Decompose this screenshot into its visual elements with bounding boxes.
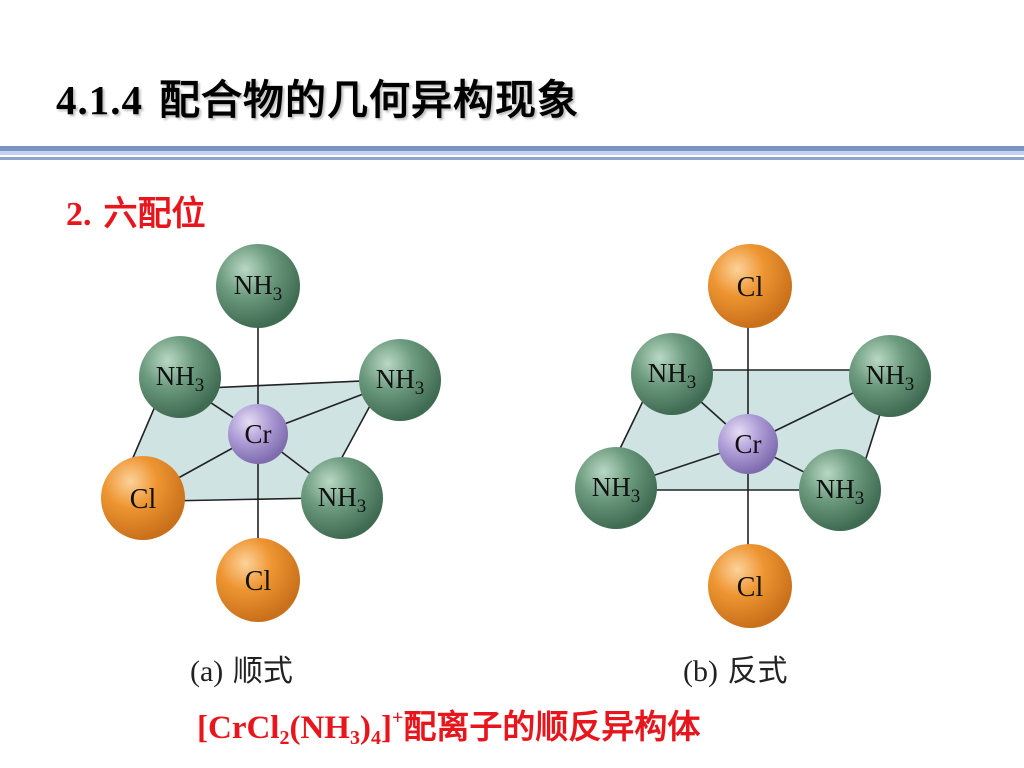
ball-front-right: NH3 bbox=[301, 457, 383, 539]
ball-center: Cr bbox=[228, 404, 288, 464]
ball-top: NH3 bbox=[216, 244, 300, 328]
ball-back-left: NH3 bbox=[631, 333, 713, 415]
formula-part: (NH bbox=[289, 710, 350, 746]
formula: [CrCl2(NH3)4]+ bbox=[197, 707, 404, 749]
nh3-atom bbox=[139, 336, 221, 418]
cl-atom bbox=[216, 538, 300, 622]
formula-part: [CrCl bbox=[197, 710, 280, 746]
page-title: 4.1.4 配合物的几何异构现象 bbox=[56, 66, 579, 126]
trans-isomer-diagram: Cl NH3 NH3 Cr NH3 NH3 Cl bbox=[575, 244, 931, 628]
ball-front-left: NH3 bbox=[575, 447, 657, 529]
atom-label: Cl bbox=[245, 566, 272, 597]
caption-trans: (b) 反式 bbox=[683, 646, 788, 690]
ball-front-left: Cl bbox=[101, 456, 185, 540]
formula-sub: 2 bbox=[279, 727, 290, 749]
nh3-atom bbox=[575, 447, 657, 529]
nh3-atom bbox=[849, 335, 931, 417]
title-divider-mid bbox=[0, 151, 1024, 155]
atom-label: Cr bbox=[245, 419, 272, 449]
ball-top: Cl bbox=[708, 244, 792, 328]
ball-bottom: Cl bbox=[216, 538, 300, 622]
atom-label: NH3 bbox=[866, 360, 915, 395]
ball-back-left: NH3 bbox=[139, 336, 221, 418]
cl-atom bbox=[101, 456, 185, 540]
caption-text: 顺式 bbox=[232, 654, 293, 689]
formula-part: ) bbox=[359, 710, 371, 746]
caption-cis: (a) 顺式 bbox=[190, 646, 293, 690]
nh3-atom bbox=[799, 449, 881, 531]
ball-bottom: Cl bbox=[708, 544, 792, 628]
ball-center: Cr bbox=[718, 414, 778, 474]
title-text: 配合物的几何异构现象 bbox=[159, 76, 579, 124]
cis-isomer-diagram: NH3 NH3 NH3 Cr Cl NH3 Cl bbox=[101, 244, 441, 622]
footer-caption: [CrCl2(NH3)4]+配离子的顺反异构体 bbox=[197, 700, 700, 750]
cl-atom bbox=[708, 544, 792, 628]
atom-label: Cl bbox=[737, 272, 764, 303]
section-text: 六配位 bbox=[103, 194, 206, 234]
ball-back-right: NH3 bbox=[359, 339, 441, 421]
title-divider-bottom bbox=[0, 157, 1024, 160]
formula-charge: + bbox=[391, 707, 404, 729]
caption-tag: (a) bbox=[190, 655, 224, 688]
section-number: 2. bbox=[66, 196, 92, 233]
ball-front-right: NH3 bbox=[799, 449, 881, 531]
ball-back-right: NH3 bbox=[849, 335, 931, 417]
atom-label: Cl bbox=[737, 572, 764, 603]
nh3-atom bbox=[631, 333, 713, 415]
cr-atom bbox=[718, 414, 778, 474]
formula-sub: 3 bbox=[349, 727, 360, 749]
atom-label: Cr bbox=[735, 429, 762, 459]
nh3-atom bbox=[216, 244, 300, 328]
atom-label: Cl bbox=[130, 484, 157, 515]
caption-tag: (b) bbox=[683, 655, 718, 688]
section-heading: 2. 六配位 bbox=[66, 186, 206, 235]
cl-atom bbox=[708, 244, 792, 328]
formula-part: ] bbox=[380, 710, 392, 746]
footer-text: 配离子的顺反异构体 bbox=[403, 707, 701, 746]
formula-sub: 4 bbox=[370, 727, 381, 749]
cr-atom bbox=[228, 404, 288, 464]
title-divider-top bbox=[0, 146, 1024, 151]
nh3-atom bbox=[359, 339, 441, 421]
caption-text: 反式 bbox=[727, 654, 788, 689]
nh3-atom bbox=[301, 457, 383, 539]
title-number: 4.1.4 bbox=[56, 77, 143, 123]
